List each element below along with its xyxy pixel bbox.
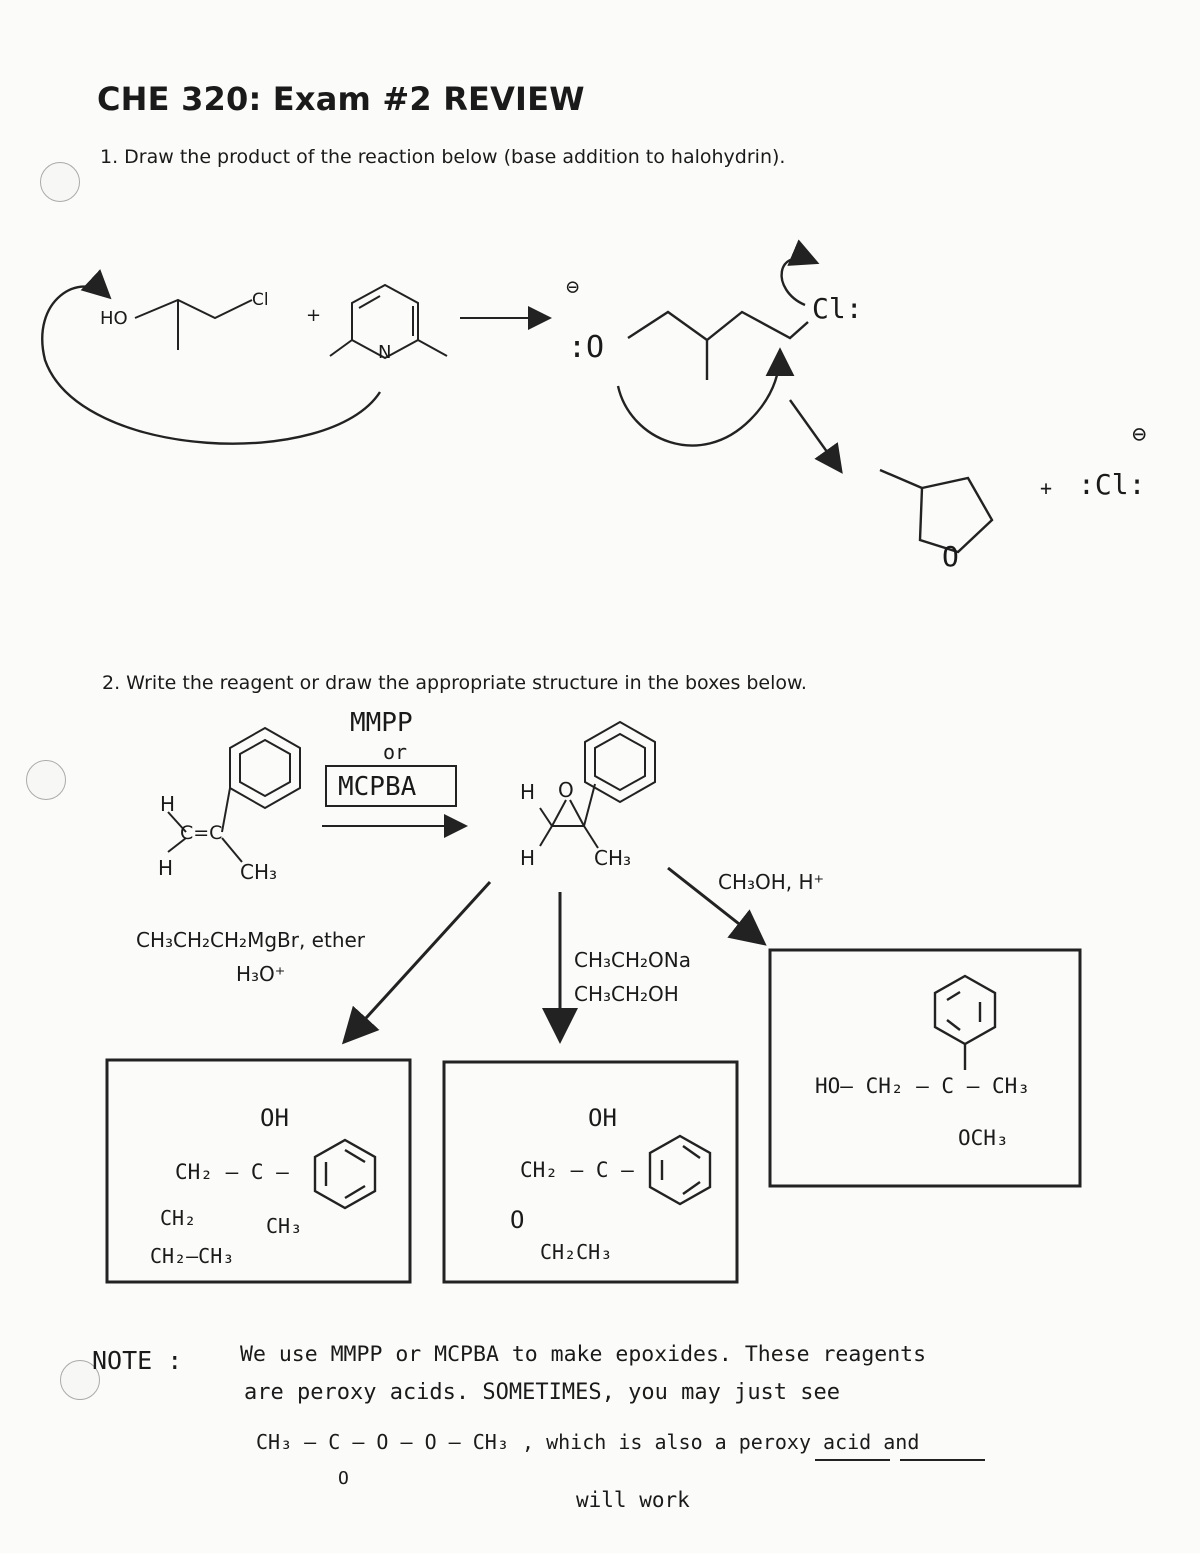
alkene-structure [167, 726, 301, 863]
curved-arrow-oh [41, 269, 382, 445]
reagent-box [325, 765, 457, 807]
epoxide-structure [539, 720, 656, 849]
answer-box-1 [105, 1058, 412, 1284]
reagent-mmpp: MMPP [350, 708, 413, 738]
box1-oh: OH [260, 1104, 289, 1132]
box1-line2: CH₂ [160, 1206, 197, 1230]
alkoxide-skeleton [627, 310, 809, 380]
chloride-label: Cl: [812, 292, 863, 325]
halohydrin-skeleton [134, 298, 253, 350]
box3-line2: OCH₃ [958, 1126, 1009, 1150]
box1-benzene [313, 1138, 377, 1210]
question-1-text: 1. Draw the product of the reaction belo… [100, 146, 786, 168]
answer-box-2 [442, 1060, 739, 1284]
pyridine-n-label: N [378, 342, 392, 363]
box2-o: O [510, 1206, 525, 1234]
note-line-2: are peroxy acids. SOMETIMES, you may jus… [244, 1380, 841, 1405]
alkene-h-top: H [160, 792, 176, 816]
epoxide-ch3: CH₃ [594, 846, 632, 870]
product-arrow [789, 399, 843, 474]
box2-benzene [648, 1134, 712, 1206]
box3-line1: HO– CH₂ – C – CH₃ [815, 1074, 1030, 1098]
methanol-acid: CH₃OH, H⁺ [718, 870, 825, 894]
box2-line1: CH₂ – C – [520, 1158, 634, 1182]
chloride-ion-label: :Cl: [1078, 468, 1146, 501]
epoxide-h-bottom: H [520, 846, 536, 870]
lutidine-ring [329, 283, 448, 360]
answer-box-3 [768, 948, 1082, 1188]
alkoxide-charge: ⊖ [566, 275, 580, 300]
reagent-mcpba: MCPBA [338, 772, 417, 802]
curved-arrow-alkoxide [616, 347, 795, 447]
box2-line2: CH₂CH₃ [540, 1240, 613, 1264]
note-line-4: will work [576, 1488, 690, 1512]
box1-ch3: CH₃ [266, 1214, 303, 1238]
note-line-1: We use MMPP or MCPBA to make epoxides. T… [240, 1342, 927, 1367]
reagent-or: or [383, 740, 408, 764]
binder-hole-top [40, 162, 80, 202]
box1-line1: CH₂ – C – [175, 1160, 289, 1184]
thf-o-label: O [942, 540, 959, 573]
box3-benzene [933, 974, 997, 1070]
note-label: NOTE : [92, 1346, 183, 1375]
alkene-cc: C=C [180, 822, 223, 844]
product-plus: + [1040, 476, 1053, 500]
note-line-3-formula: CH₃ – C – O – O – CH₃ [256, 1430, 509, 1454]
arrow-to-box1 [341, 880, 492, 1045]
binder-hole-middle [26, 760, 66, 800]
thf-ring [879, 468, 994, 554]
acid-workup: H₃O⁺ [236, 962, 286, 986]
note-line-3-text: , which is also a peroxy acid and [522, 1430, 920, 1454]
alkene-ch3: CH₃ [240, 860, 278, 884]
page-title: CHE 320: Exam #2 REVIEW [97, 80, 585, 118]
reactant-cl-label: Cl [252, 290, 269, 310]
ethoxide-reagent: CH₃CH₂ONa [574, 948, 692, 972]
box1-line3: CH₂–CH₃ [150, 1244, 235, 1268]
chloride-ion-charge: ⊖ [1132, 420, 1147, 448]
curved-arrow-chloride [780, 239, 820, 307]
epoxide-h-top: H [520, 780, 536, 804]
plus-sign: + [306, 305, 322, 326]
question-2-text: 2. Write the reagent or draw the appropr… [102, 672, 807, 694]
box2-oh: OH [588, 1104, 617, 1132]
arrow-to-box3 [667, 866, 767, 946]
note-line-3-formula-o: O [338, 1468, 349, 1489]
alkoxide-o-label: :O [568, 330, 605, 365]
alkene-h-bottom: H [158, 856, 174, 880]
epoxide-o: O [558, 778, 574, 802]
binder-hole-bottom [60, 1360, 100, 1400]
grignard-reagent: CH₃CH₂CH₂MgBr, ether [136, 928, 366, 952]
ethanol-solvent: CH₃CH₂OH [574, 982, 679, 1006]
reactant-ho-label: HO [100, 308, 128, 329]
